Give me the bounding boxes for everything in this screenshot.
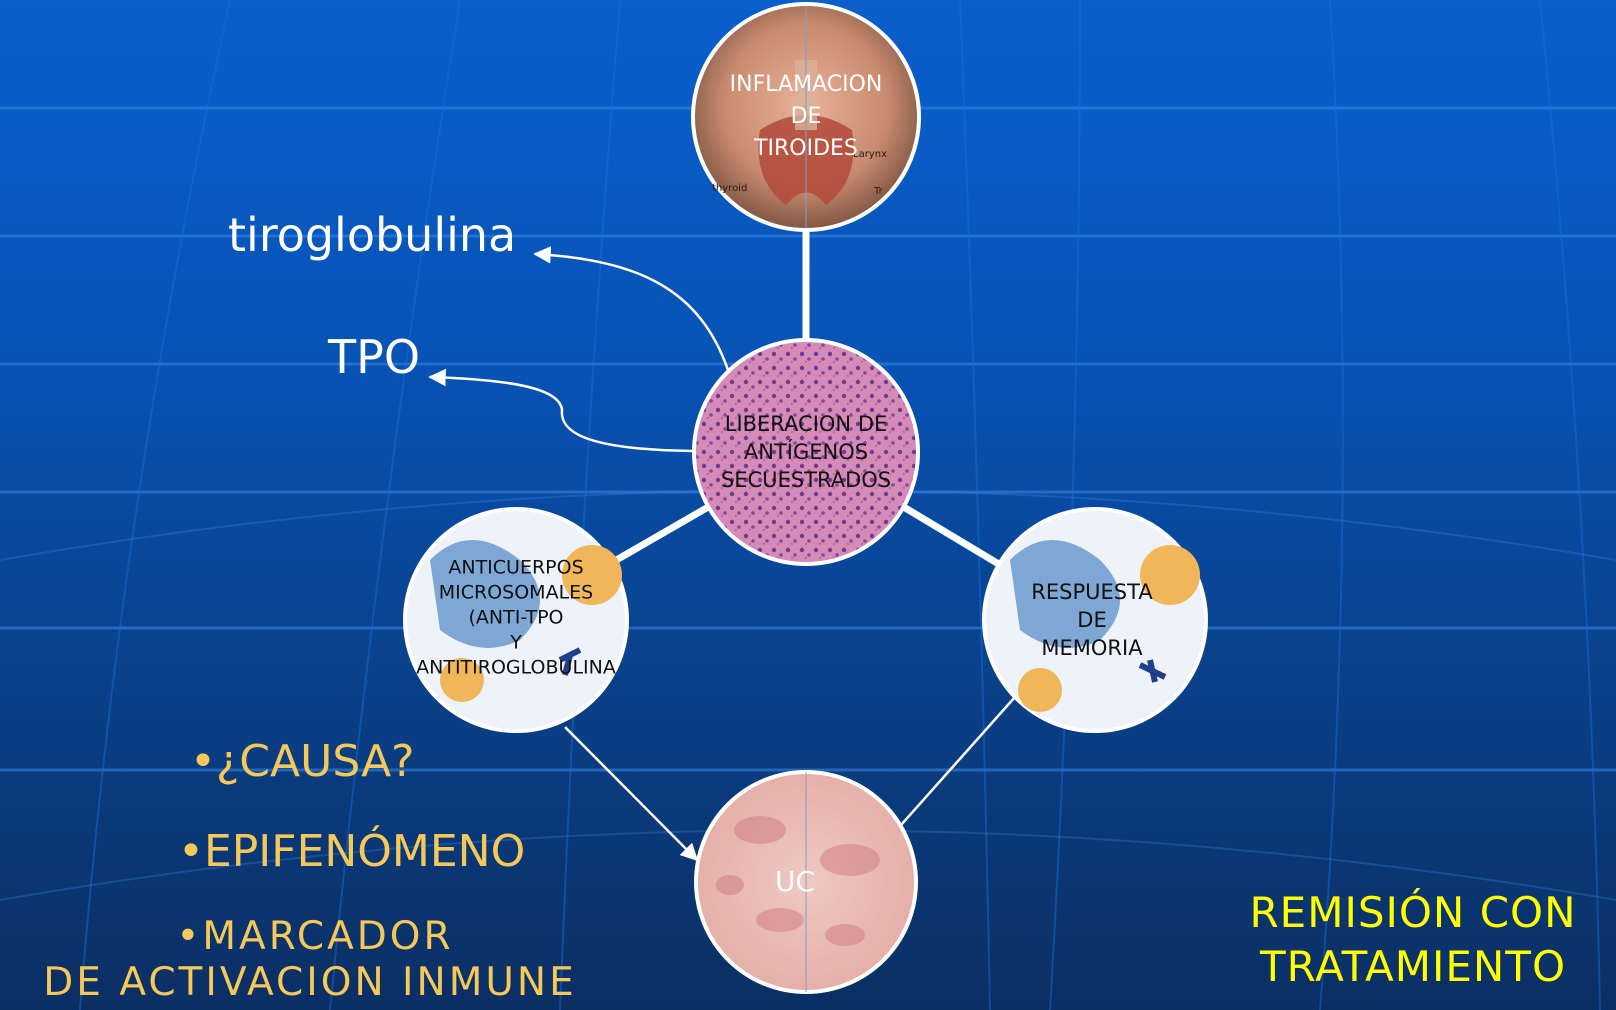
node-uc: [694, 770, 918, 994]
node-respuesta-line-2: DE: [1077, 608, 1107, 632]
thyroid-image-label: thyroid: [712, 183, 747, 194]
connector-lines: [604, 232, 1004, 570]
node-liberacion-label: LIBERACION DE ANTÍGENOS SECUESTRADOS: [721, 410, 891, 494]
larynx-image-label: Larynx: [853, 149, 887, 160]
bullet-epifenomeno: •EPIFENÓMENO: [178, 826, 526, 877]
node-anticuerpos-line-1: ANTICUERPOS: [448, 556, 584, 579]
node-liberacion-line-3: SECUESTRADOS: [720, 468, 892, 492]
node-respuesta-line-3: MEMORIA: [1041, 636, 1143, 660]
node-anticuerpos-line-2: MICROSOMALES: [438, 581, 594, 604]
node-inflamacion: Larynx thyroid Tr: [691, 2, 921, 232]
tpo-label: TPO: [328, 330, 421, 384]
node-liberacion-line-1: LIBERACION DE: [724, 412, 888, 436]
bullet-marcador-line-1: •MARCADOR: [176, 914, 454, 959]
node-anticuerpos-line-5: ANTITIROGLOBULINA: [416, 656, 616, 679]
node-inflamacion-line-2: DE: [790, 104, 822, 129]
node-anticuerpos: [403, 507, 629, 733]
bullet-causa: •¿CAUSA?: [190, 736, 415, 787]
node-anticuerpos-line-4: Y: [510, 631, 522, 654]
bullet-marcador: •MARCADOR DE ACTIVACION INMUNE: [0, 914, 620, 1006]
remision-line-1: REMISIÓN CON: [1249, 888, 1577, 937]
node-liberacion: [692, 338, 920, 566]
bullet-marcador-line-2: DE ACTIVACION INMUNE: [43, 960, 577, 1005]
tiroglobulina-label: tiroglobulina: [228, 208, 517, 262]
node-respuesta: [982, 507, 1208, 733]
node-uc-label: UC: [774, 865, 816, 898]
node-inflamacion-label: INFLAMACION DE TIROIDES: [730, 69, 883, 165]
node-respuesta-label: RESPUESTA DE MEMORIA: [1031, 578, 1152, 662]
remision-text: REMISIÓN CON TRATAMIENTO: [1218, 886, 1608, 994]
node-liberacion-line-2: ANTÍGENOS: [743, 440, 869, 464]
remision-line-2: TRATAMIENTO: [1259, 942, 1567, 991]
node-inflamacion-line-3: TIROIDES: [754, 136, 858, 161]
arrows: [428, 246, 1016, 862]
node-anticuerpos-label: ANTICUERPOS MICROSOMALES (ANTI-TPO Y ANT…: [416, 556, 616, 681]
node-inflamacion-line-1: INFLAMACION: [729, 72, 883, 97]
node-anticuerpos-line-3: (ANTI-TPO: [468, 606, 564, 629]
node-respuesta-line-1: RESPUESTA: [1031, 580, 1153, 604]
trachea-image-label: Tr: [873, 186, 884, 197]
